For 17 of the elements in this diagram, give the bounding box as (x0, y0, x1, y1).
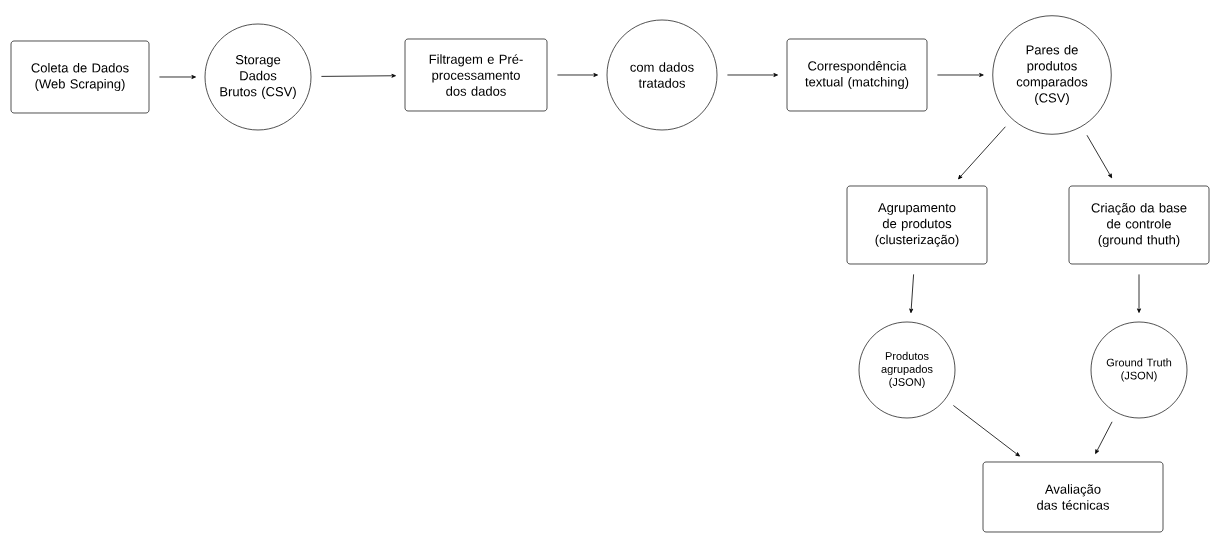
process-box: Avaliação das técnicas (982, 461, 1164, 533)
arrow (937, 73, 984, 77)
process-box: Criação da base de controle (ground thuth) (1068, 185, 1210, 265)
arrow (159, 75, 196, 79)
process-box: Correspondência textual (matching) (786, 38, 928, 112)
arrow (1095, 421, 1113, 454)
process-box: Agrupamento de produtos (clusterização) (846, 185, 988, 265)
arrow (557, 73, 598, 77)
process-box: Filtragem e Pré-processamento dos dados (404, 38, 548, 112)
arrow (1137, 274, 1141, 313)
arrow (321, 73, 396, 78)
arrow (958, 126, 1006, 180)
arrow (909, 273, 914, 314)
arrow (1086, 134, 1113, 179)
arrow (727, 73, 778, 77)
process-box: Coleta de Dados (Web Scraping) (10, 40, 150, 114)
arrow (953, 405, 1020, 457)
